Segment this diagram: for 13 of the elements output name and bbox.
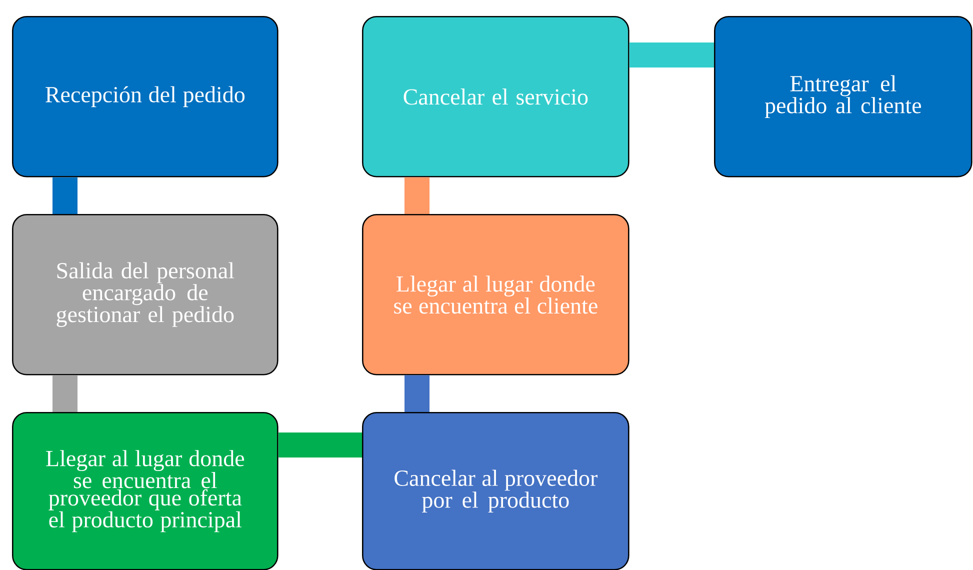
connector-bar: [404, 375, 430, 412]
process-box: Recepción del pedido: [12, 16, 278, 178]
connector-bar: [629, 42, 714, 68]
process-box: Cancelar el servicio: [362, 16, 630, 178]
process-box: Llegar al lugar donde se encuentra el proveedor que oferta el producto principal: [12, 412, 278, 570]
connector-bar: [52, 177, 78, 214]
process-box: Entregar el pedido al cliente: [714, 16, 972, 178]
connector-bar: [52, 375, 78, 412]
process-box: Llegar al lugar donde se encuentra el cliente: [362, 214, 630, 376]
process-box: Salida del personal encargado de gestionar el pedido: [12, 214, 278, 376]
connector-bar: [404, 177, 430, 214]
connector-bar: [278, 432, 362, 458]
process-box: Cancelar al proveedor por el producto: [362, 412, 630, 570]
